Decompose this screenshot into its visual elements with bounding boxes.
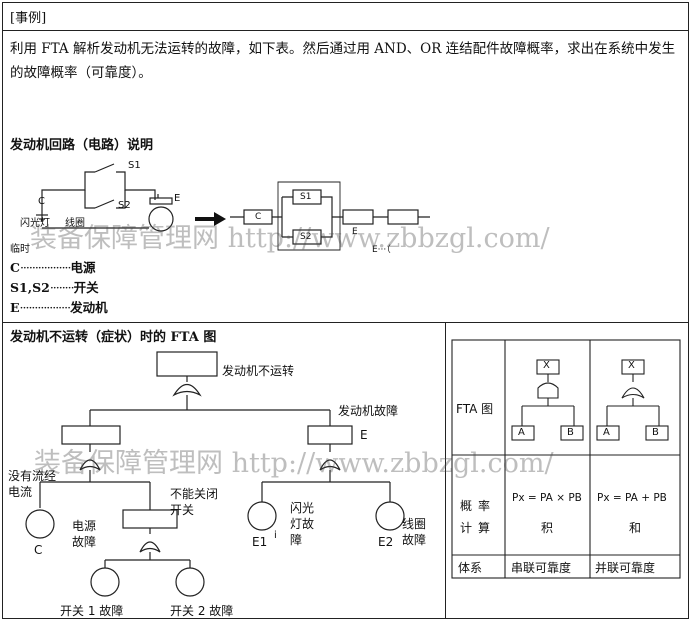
top-event-label: 发动机不运转 (222, 364, 295, 378)
row-label-prob: 概率计算 (460, 499, 497, 535)
header-divider (2, 30, 689, 31)
coil-code: E2 (378, 535, 394, 549)
box-label-s2: S2 (300, 232, 312, 242)
box-label-s1: S1 (300, 192, 312, 202)
engine-fault-label: 发动机故障 (338, 404, 399, 418)
or-input-a: A (603, 427, 610, 438)
label-flashlight: 闪光灯 (20, 218, 50, 229)
section-divider (2, 322, 689, 323)
label-c: C (38, 196, 45, 207)
and-input-b: B (567, 427, 574, 438)
switch1-fault-label: 开关 1 故障 (60, 604, 124, 618)
or-formula: Px = PA + PB (597, 492, 667, 504)
label-temp: 临时 (10, 244, 30, 255)
circuit-heading: 发动机回路（电路）说明 (10, 138, 154, 153)
column-divider (445, 322, 446, 619)
label-s2: S2 (118, 200, 131, 211)
label-s1: S1 (128, 160, 141, 171)
not-closed-label: 不能关闭开关 (170, 487, 219, 517)
engine-fault-code: E (360, 428, 368, 442)
coil-fault-label: 线圈故障 (402, 517, 427, 547)
legend-row-e: E·················发动机 (10, 300, 108, 315)
label-e: E (174, 193, 181, 204)
case-tag: [事例] (10, 11, 47, 26)
or-word: 和 (629, 521, 642, 535)
and-formula: Px = PA × PB (512, 492, 582, 504)
flash-code: E1 (252, 535, 268, 549)
switch2-fault-label: 开关 2 故障 (170, 604, 234, 618)
intro-paragraph: 利用 FTA 解析发动机无法运转的故障，如下表。然后通过用 AND、OR 连结配… (10, 41, 676, 81)
no-current-label: 没有流经电流 (8, 469, 57, 499)
or-input-b: B (652, 427, 659, 438)
box-label-e: E (352, 227, 358, 237)
and-word: 积 (541, 521, 554, 535)
flash-i: i (274, 530, 277, 541)
and-input-a: A (518, 427, 525, 438)
power-code: C (34, 543, 43, 557)
or-top-x: X (628, 360, 635, 371)
box-label-c: C (255, 212, 262, 222)
or-system: 并联可靠度 (595, 561, 656, 575)
row-label-system: 体系 (458, 561, 483, 575)
and-top-x: X (543, 360, 550, 371)
flash-fault-label: 闪光灯故障 (290, 501, 315, 547)
box-label-e-dots: E···（ (372, 245, 391, 255)
legend-row-s: S1,S2········开关 (10, 280, 99, 295)
power-fault-label: 电源故障 (72, 519, 97, 549)
and-system: 串联可靠度 (511, 561, 572, 575)
fta-heading: 发动机不运转（症状）时的 FTA 图 (10, 330, 217, 345)
row-label-fta: FTA 图 (456, 402, 494, 416)
label-coil: 线圈 (65, 218, 85, 229)
legend-row-c: C·················电源 (10, 260, 96, 275)
